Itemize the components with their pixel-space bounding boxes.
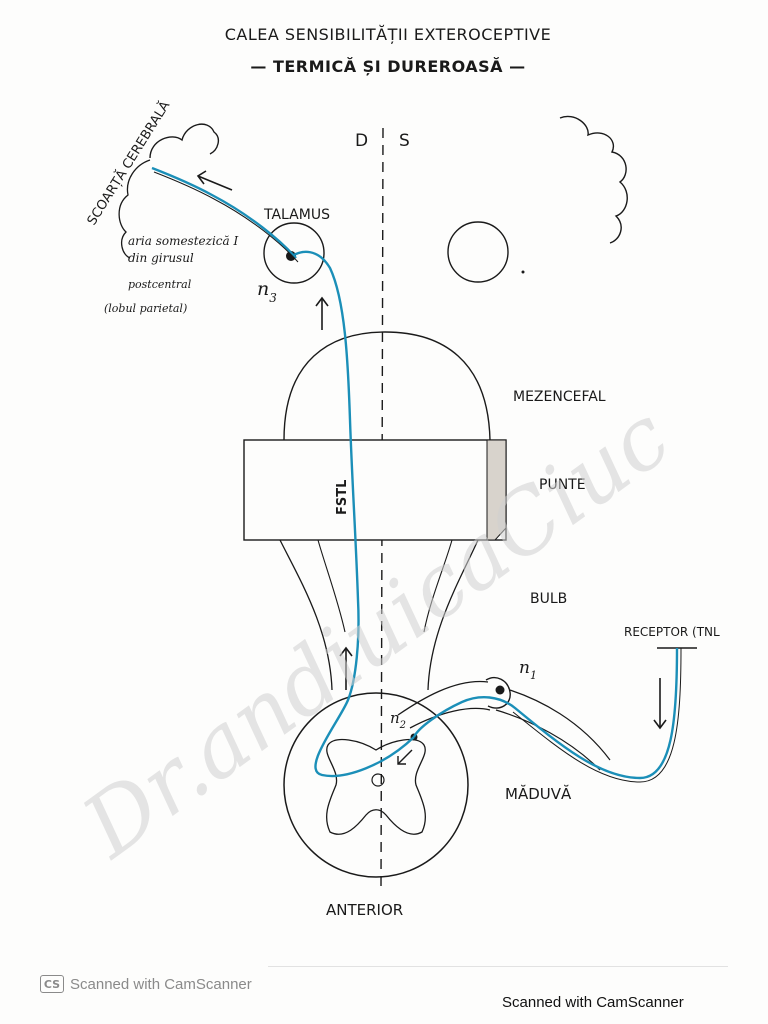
label-fstl: FSTL (335, 480, 350, 515)
arrow-n2-icon (397, 749, 413, 765)
medulla-right-edge (427, 539, 479, 691)
pathway-fibre-cortical (151, 166, 297, 259)
label-n2-letter: n (390, 709, 400, 727)
label-mezencefal: MEZENCEFAL (513, 389, 606, 405)
medulla-left-edge (279, 539, 333, 691)
central-canal (371, 773, 385, 787)
label-area-2: din girusul (128, 251, 194, 265)
label-n1-letter: n (519, 658, 530, 678)
mesencephalon-shape (283, 331, 491, 441)
label-area-1: aria somestezică I (128, 234, 238, 248)
pons-hatch (486, 439, 507, 541)
medulla-inner-right (423, 539, 453, 633)
arrow-up-medulla-icon (339, 646, 353, 690)
left-thalamus (263, 222, 325, 284)
side-label-d: D (355, 131, 368, 151)
dorsal-root-lower (409, 707, 491, 729)
spinal-nerve-outline-2 (495, 709, 601, 771)
spinal-nerve-outline (509, 689, 611, 761)
label-anterior: ANTERIOR (326, 901, 403, 919)
camscanner-logo-icon: CS (40, 975, 64, 993)
left-cortex-outline (149, 123, 220, 159)
pathway-fibre-ink (512, 647, 682, 783)
label-n1: n1 (519, 658, 537, 682)
camscanner-text-right: Scanned with CamScanner (502, 994, 684, 1011)
label-n2-sub: 2 (399, 720, 406, 731)
right-cortex-outline (559, 115, 628, 244)
medulla-inner-left (317, 539, 346, 633)
arrow-cortex-icon (196, 170, 233, 191)
left-cortex-lower (118, 159, 151, 259)
diagram-title-line1: CALEA SENSIBILITĂȚII EXTEROCEPTIVE (225, 25, 551, 44)
label-cortex: SCOARȚĂ CEREBRALĂ (84, 98, 174, 228)
stray-dot (521, 270, 525, 274)
label-n3: n3 (257, 278, 277, 305)
grey-matter-butterfly (326, 738, 426, 835)
label-n2: n2 (390, 709, 406, 731)
label-punte: PUNTE (539, 477, 586, 493)
pathway-fibre-crossing (291, 250, 415, 778)
label-area-4: (lobul parietal) (104, 302, 187, 315)
dorsal-root-upper (397, 680, 489, 716)
right-thalamus (447, 221, 509, 283)
neuron-n1-body (495, 685, 505, 695)
pons-shape (243, 439, 507, 541)
label-n3-sub: 3 (269, 291, 277, 305)
spinal-cord-section (283, 692, 469, 878)
pathway-fibre-peripheral (412, 647, 679, 780)
label-talamus: TALAMUS (263, 207, 330, 223)
label-maduva: MĂDUVĂ (505, 784, 572, 803)
label-n3-letter: n (257, 278, 269, 300)
camscanner-footer-left: CS Scanned with CamScanner (40, 972, 252, 996)
spinal-ganglion (485, 676, 511, 709)
camscanner-text-left: Scanned with CamScanner (70, 975, 252, 993)
label-receptor: RECEPTOR (TNL (624, 625, 720, 639)
label-area-3: postcentral (128, 278, 192, 291)
label-n1-sub: 1 (530, 669, 537, 682)
diagram-title-line2: — TERMICĂ ȘI DUREROASĂ — (250, 57, 525, 76)
arrow-up-thalamus-icon (315, 296, 329, 330)
footer-divider (268, 966, 728, 967)
side-label-s: S (399, 131, 410, 151)
arrow-down-receptor-icon (653, 678, 667, 730)
label-bulb: BULB (530, 591, 567, 607)
pathway-fibre-cortical-ink (153, 171, 299, 263)
